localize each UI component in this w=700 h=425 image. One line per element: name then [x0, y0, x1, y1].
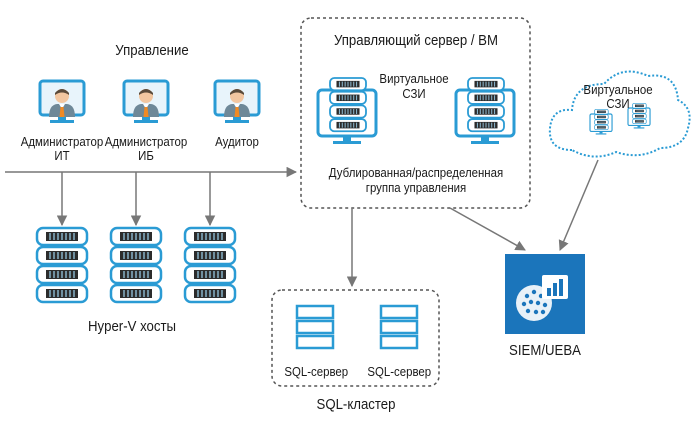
sql-server-1-icon [295, 304, 335, 350]
dup-group-label-line1: Дублированная/распределенная [328, 165, 504, 180]
virtual-szi-left-icon [318, 78, 376, 144]
dup-group-label-line2: группа управления [365, 180, 467, 195]
siem-logo-icon [505, 254, 585, 334]
sql-cluster-box [271, 289, 440, 387]
mgmt-server-title: Управляющий сервер / ВМ [333, 32, 498, 49]
admin-ib-icon [122, 79, 170, 125]
admin-it-icon [38, 79, 86, 125]
virtual-szi-label-line2: СЗИ [402, 86, 426, 101]
virtual-szi-right-icon [456, 78, 514, 144]
cloud-szi-label-line1: Виртуальное [583, 82, 653, 97]
admin-ib-label-line2: ИБ [138, 148, 154, 163]
admin-ib-label-line1: Администратор [104, 134, 188, 149]
sql-server-2-icon [379, 304, 419, 350]
auditor-icon [213, 79, 261, 125]
hyperv-label: Hyper-V хосты [87, 318, 176, 335]
hyperv-host-1-icon [37, 228, 87, 302]
siem-label: SIEM/UEBA [509, 342, 581, 359]
hyperv-host-3-icon [185, 228, 235, 302]
sql-server-1-label: SQL-сервер [284, 364, 349, 379]
sql-server-2-label: SQL-сервер [367, 364, 432, 379]
mgmt-server-box [300, 17, 531, 209]
admin-it-label-line1: Администратор [20, 134, 104, 149]
cloud-szi-label-line2: СЗИ [606, 96, 630, 111]
hyperv-host-2-icon [111, 228, 161, 302]
cloud-shape [548, 70, 691, 158]
sql-cluster-label: SQL-кластер [316, 396, 396, 413]
admin-it-label-line2: ИТ [54, 148, 70, 163]
auditor-label: Аудитор [215, 134, 259, 149]
arrow-cloud-to-siem [558, 159, 599, 251]
arrow-mgmt-to-siem [449, 207, 526, 251]
management-label: Управление [115, 42, 189, 59]
virtual-szi-label-line1: Виртуальное [379, 71, 449, 86]
